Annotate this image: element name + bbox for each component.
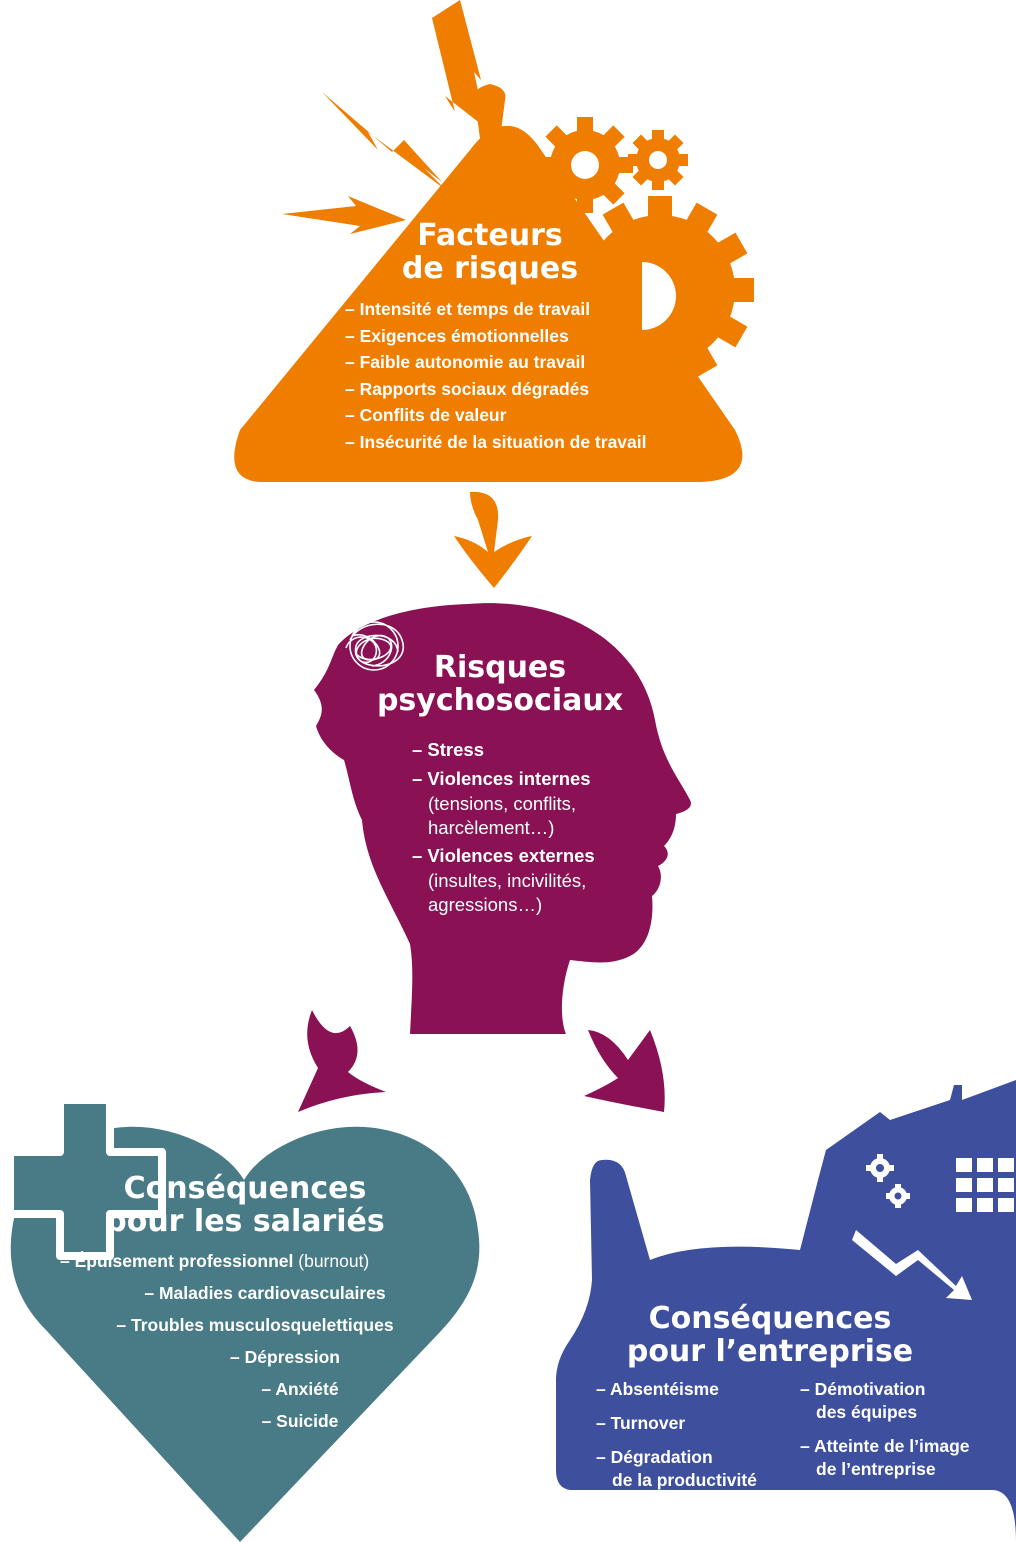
entreprise-item: – Atteinte de l’image de l’entreprise (800, 1435, 970, 1481)
facteurs-item: – Faible autonomie au travail (345, 352, 586, 372)
risques-item: – Violences internes (tensions, conflits… (412, 765, 595, 840)
facteurs-item: – Exigences émotionnelles (345, 325, 569, 346)
salaries-item-note: (burnout) (293, 1251, 370, 1271)
entreprise-title-line2: pour l’entreprise (626, 1334, 914, 1369)
entreprise-title: Conséquences pour l’entreprise (620, 1302, 920, 1368)
salaries-item-label: – Épuisement professionnel (60, 1251, 294, 1271)
entreprise-item-line: – Démotivation (800, 1379, 926, 1399)
entreprise-item: – Turnover (596, 1412, 757, 1435)
facteurs-item: – Intensité et temps de travail (345, 299, 591, 319)
tangled-thoughts-icon (345, 621, 405, 671)
arrow-right-purple (584, 1030, 665, 1112)
salaries-item: – Dépression (230, 1347, 340, 1367)
risques-item-label: – Stress (412, 739, 484, 760)
risques-title-line1: Risques (433, 650, 567, 685)
entreprise-item-line: des équipes (816, 1402, 918, 1422)
lightning-bolt-icon-low (282, 196, 406, 234)
arrow-down-orange (454, 491, 532, 588)
facteurs-item: – Rapports sociaux dégradés (345, 378, 590, 399)
lightning-bolt-icon-top (432, 0, 486, 128)
risques-list: – Stress – Violences internes (tensions,… (412, 736, 595, 919)
risques-item: – Violences externes (insultes, incivili… (412, 842, 595, 917)
salaries-item: – Suicide (261, 1411, 339, 1431)
risques-title: Risques psychosociaux (370, 651, 630, 717)
entreprise-item-line: de l’entreprise (816, 1459, 936, 1479)
salaries-item: – Maladies cardiovasculaires (144, 1283, 386, 1303)
entreprise-item-line: – Absentéisme (596, 1379, 719, 1399)
lightning-bolt-icon-left (322, 92, 446, 190)
building-windows-icon (956, 1158, 1014, 1212)
salaries-title-line1: Conséquences (123, 1171, 367, 1206)
risques-item-detail: (tensions, conflits, (428, 793, 577, 814)
entreprise-list-left: – Absentéisme – Turnover – Dégradation de… (596, 1378, 757, 1503)
salaries-title: Conséquences pour les salariés (95, 1172, 395, 1238)
entreprise-item-line: de la productivité (612, 1470, 757, 1490)
salaries-list: – Épuisement professionnel (burnout) – M… (40, 1245, 460, 1437)
facteurs-title-line2: de risques (401, 251, 579, 286)
salaries-heart-shape (10, 1126, 480, 1542)
risques-item-label: – Violences internes (412, 768, 591, 789)
risques-item-detail: (insultes, incivilités, (428, 870, 587, 891)
risques-item: – Stress (412, 736, 595, 763)
risques-item-detail: agressions…) (428, 894, 543, 915)
risques-title-line2: psychosociaux (376, 683, 624, 718)
arrow-left-purple (298, 1010, 386, 1112)
facteurs-triangle (234, 125, 743, 482)
entreprise-list-right: – Démotivation des équipes – Atteinte de … (800, 1378, 970, 1492)
gear-icon-entreprise-holes (876, 1164, 902, 1200)
risques-head-shape (314, 603, 691, 1034)
risques-item-label: – Violences externes (412, 845, 595, 866)
salaries-item: – Épuisement professionnel (burnout) (40, 1245, 460, 1277)
entreprise-item-line: – Turnover (596, 1413, 686, 1433)
entreprise-item-line: – Dégradation (596, 1447, 713, 1467)
salaries-item: – Troubles musculosquelettiques (116, 1315, 394, 1335)
entreprise-item: – Démotivation des équipes (800, 1378, 970, 1424)
downward-trend-arrow-icon (852, 1230, 972, 1300)
entreprise-title-line1: Conséquences (648, 1301, 892, 1336)
salaries-title-line2: pour les salariés (105, 1204, 385, 1239)
facteurs-list: – Intensité et temps de travail – Exigen… (345, 296, 647, 455)
salaries-item: – Anxiété (261, 1379, 339, 1399)
facteurs-item: – Conflits de valeur (345, 405, 507, 425)
medical-cross-icon (6, 1096, 166, 1260)
facteurs-title-line1: Facteurs (417, 218, 563, 253)
facteurs-title: Facteurs de risques (380, 219, 600, 285)
gear-holes (571, 151, 676, 330)
risques-item-detail: harcèlement…) (428, 817, 555, 838)
entreprise-item-line: – Atteinte de l’image (800, 1436, 970, 1456)
facteurs-item: – Insécurité de la situation de travail (345, 431, 647, 452)
entreprise-item: – Dégradation de la productivité (596, 1446, 757, 1492)
entreprise-item: – Absentéisme (596, 1378, 757, 1401)
